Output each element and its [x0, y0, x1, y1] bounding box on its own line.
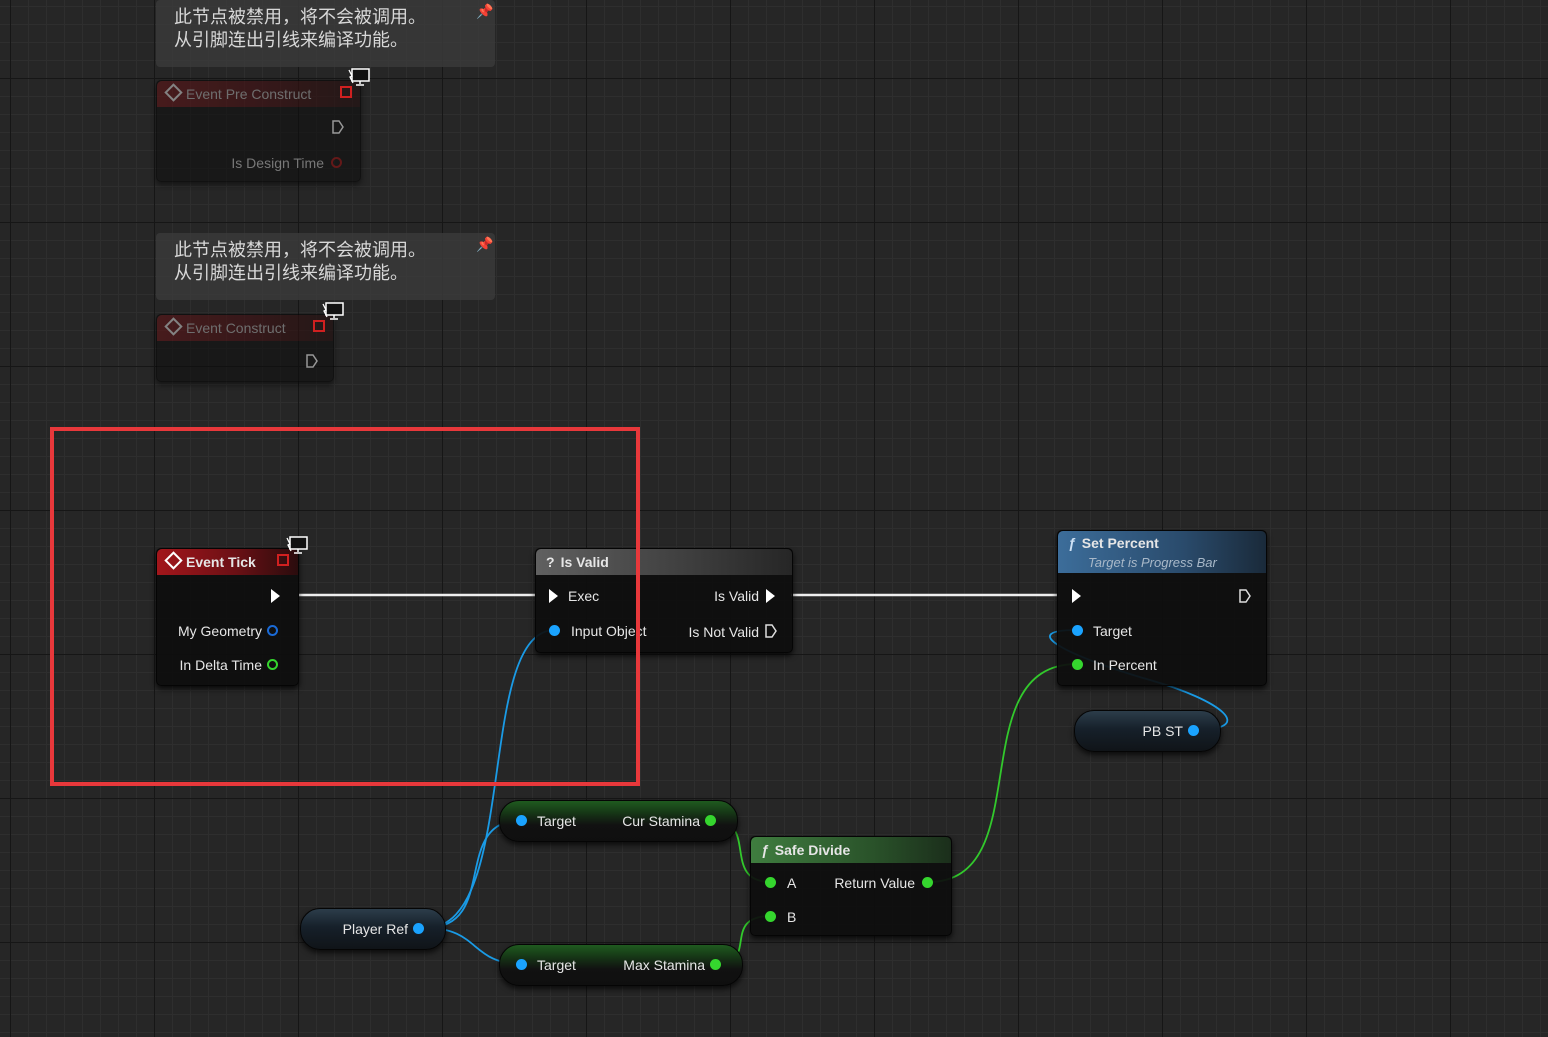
pin-label: Return Value: [834, 875, 915, 891]
player-ref-variable-node[interactable]: Player Ref: [300, 908, 446, 950]
pin-label: Exec: [568, 588, 600, 604]
node-title: Set Percent: [1081, 535, 1159, 551]
node-title: Is Valid: [560, 554, 609, 570]
event-tick-node[interactable]: Event Tick My Geometry In Delta Time: [156, 548, 299, 686]
exec-out-not-valid-pin[interactable]: [765, 624, 777, 638]
pin-label: In Delta Time: [179, 657, 262, 673]
monitor-icon: [348, 68, 370, 86]
red-output-marker: [340, 86, 352, 98]
object-in-pin[interactable]: [1072, 625, 1083, 636]
pin-label: A: [787, 875, 797, 891]
disabled-comment-1: 此节点被禁用，将不会被调用。 从引脚连出引线来编译功能。: [156, 0, 495, 67]
monitor-icon: [322, 302, 344, 320]
node-title: Event Construct: [186, 320, 286, 336]
exec-in-pin[interactable]: [549, 589, 558, 603]
float-in-pin[interactable]: [1072, 659, 1083, 670]
node-header[interactable]: Event Pre Construct: [157, 81, 360, 107]
pin-label: B: [787, 909, 797, 925]
node-title: Safe Divide: [774, 842, 851, 858]
exec-out-valid-pin[interactable]: [766, 589, 775, 603]
object-in-pin[interactable]: [516, 959, 527, 970]
node-header[interactable]: ƒ Set Percent Target is Progress Bar: [1058, 531, 1266, 573]
pin-label: Cur Stamina: [622, 813, 700, 829]
node-header[interactable]: ? Is Valid: [536, 549, 792, 575]
red-output-marker: [277, 554, 289, 566]
float-in-b-pin[interactable]: [765, 911, 776, 922]
comment-line-1: 此节点被禁用，将不会被调用。: [174, 7, 426, 28]
disabled-comment-2: 此节点被禁用，将不会被调用。 从引脚连出引线来编译功能。: [156, 233, 495, 300]
exec-in-pin[interactable]: [1072, 589, 1081, 603]
comment-line-1: 此节点被禁用，将不会被调用。: [174, 240, 426, 261]
comment-line-2: 从引脚连出引线来编译功能。: [174, 30, 408, 51]
object-out-pin[interactable]: [1188, 725, 1199, 736]
question-icon: ?: [546, 554, 555, 570]
node-header[interactable]: Event Tick: [157, 549, 298, 575]
wire-playerref-isvalid: [425, 629, 556, 929]
object-in-pin[interactable]: [516, 815, 527, 826]
pin-label: Target: [537, 813, 576, 829]
pin-label: Target: [1093, 623, 1132, 639]
pin-label: Max Stamina: [623, 957, 705, 973]
pin-label: Input Object: [571, 623, 647, 639]
red-output-marker: [313, 320, 325, 332]
object-out-pin[interactable]: [413, 923, 424, 934]
float-out-pin[interactable]: [710, 959, 721, 970]
event-diamond-icon: [164, 317, 183, 336]
pin-label: Is Not Valid: [688, 624, 759, 640]
event-construct-node[interactable]: Event Construct: [156, 314, 334, 382]
max-stamina-getter-node[interactable]: Target Max Stamina: [499, 944, 743, 986]
bool-out-pin[interactable]: [331, 157, 342, 168]
safe-divide-node[interactable]: ƒ Safe Divide A B Return Value: [750, 836, 952, 936]
float-out-pin[interactable]: [267, 659, 278, 670]
float-out-pin[interactable]: [922, 877, 933, 888]
geometry-out-pin[interactable]: [267, 625, 278, 636]
pin-label: Target: [537, 957, 576, 973]
function-icon: ƒ: [761, 842, 769, 858]
pin-comment-icon[interactable]: 📌: [476, 3, 494, 19]
float-out-pin[interactable]: [705, 815, 716, 826]
node-header[interactable]: Event Construct: [157, 315, 333, 341]
function-icon: ƒ: [1068, 535, 1076, 551]
cur-stamina-getter-node[interactable]: Target Cur Stamina: [499, 800, 738, 842]
node-header[interactable]: ƒ Safe Divide: [751, 837, 951, 863]
pin-label: Is Valid: [714, 588, 759, 604]
node-subtitle: Target is Progress Bar: [1088, 555, 1217, 570]
float-in-a-pin[interactable]: [765, 877, 776, 888]
wire-return-percent: [927, 663, 1078, 883]
variable-label: PB ST: [1142, 723, 1183, 739]
exec-out-pin[interactable]: [271, 589, 280, 603]
is-valid-node[interactable]: ? Is Valid Exec Input Object Is Valid Is …: [535, 548, 793, 653]
pin-label: Is Design Time: [231, 155, 324, 171]
comment-line-2: 从引脚连出引线来编译功能。: [174, 263, 408, 284]
exec-out-pin[interactable]: [332, 120, 344, 134]
node-title: Event Pre Construct: [186, 86, 312, 102]
selection-highlight-box: [50, 427, 640, 786]
exec-out-pin[interactable]: [306, 354, 318, 368]
object-in-pin[interactable]: [549, 625, 560, 636]
event-pre-construct-node[interactable]: Event Pre Construct Is Design Time: [156, 80, 361, 182]
monitor-icon: [286, 536, 308, 554]
exec-out-pin[interactable]: [1239, 589, 1251, 603]
pb-st-variable-node[interactable]: PB ST: [1074, 710, 1221, 752]
node-title: Event Tick: [186, 554, 256, 570]
pin-label: My Geometry: [177, 623, 262, 639]
variable-label: Player Ref: [342, 921, 408, 937]
set-percent-node[interactable]: ƒ Set Percent Target is Progress Bar Targ…: [1057, 530, 1267, 686]
pin-label: In Percent: [1093, 657, 1157, 673]
event-diamond-icon: [164, 83, 183, 102]
pin-comment-icon[interactable]: 📌: [476, 236, 494, 252]
